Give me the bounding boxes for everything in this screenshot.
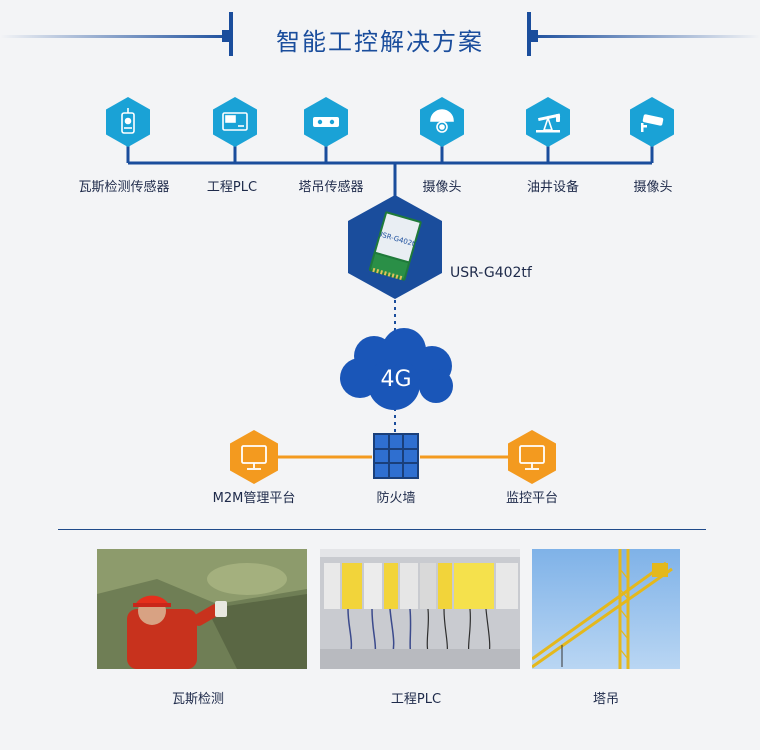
photo-tower-crane — [532, 549, 680, 669]
oil-pump-icon — [536, 113, 561, 133]
platform-label-firewall: 防火墙 — [376, 491, 416, 506]
device-hex-plc — [213, 97, 257, 147]
platform-hex-monitor — [508, 430, 556, 484]
cloud-4g: 4G — [340, 328, 453, 410]
monitor-icon — [519, 445, 545, 470]
platform-label-m2m: M2M管理平台 — [212, 491, 296, 506]
device-hex-dome-camera — [420, 97, 464, 147]
device-label-crane-sensor: 塔吊传感器 — [298, 180, 364, 195]
device-label-oil: 油井设备 — [526, 180, 579, 195]
device-hex-crane-sensor — [304, 97, 348, 147]
monitor-icon — [241, 445, 267, 470]
plc-icon — [222, 112, 248, 131]
gas-detector-icon — [121, 108, 135, 134]
device-label-camera-2: 摄像头 — [633, 180, 673, 195]
device-label-gas: 瓦斯检测传感器 — [78, 180, 170, 195]
cloud-label: 4G — [380, 367, 411, 392]
bullet-camera-icon — [641, 114, 664, 132]
module-hex: USR-G402tf — [348, 195, 442, 299]
platform-firewall — [373, 433, 419, 479]
device-hex-oil — [526, 97, 570, 147]
crane-sensor-icon — [313, 117, 339, 127]
section-divider — [58, 529, 706, 530]
device-label-camera-1: 摄像头 — [422, 180, 462, 195]
platform-label-monitor: 监控平台 — [505, 491, 558, 506]
page-title: 智能工控解决方案 — [276, 28, 484, 56]
header-decoration — [0, 12, 760, 56]
connector-lines — [126, 145, 654, 459]
dome-camera-icon — [430, 109, 454, 133]
platform-hex-m2m — [230, 430, 278, 484]
firewall-icon — [375, 435, 417, 477]
device-label-plc: 工程PLC — [206, 180, 258, 195]
photo-caption-plc: 工程PLC — [390, 692, 442, 707]
module-card-icon: USR-G402tf — [368, 211, 422, 281]
photo-plc — [320, 549, 520, 669]
device-hex-bullet-camera — [630, 97, 674, 147]
device-hex-gas — [106, 97, 150, 147]
photo-caption-crane: 塔吊 — [592, 692, 619, 707]
photo-gas-detection — [97, 549, 307, 669]
module-model-label: USR-G402tf — [450, 265, 532, 281]
photo-caption-gas: 瓦斯检测 — [171, 692, 224, 707]
